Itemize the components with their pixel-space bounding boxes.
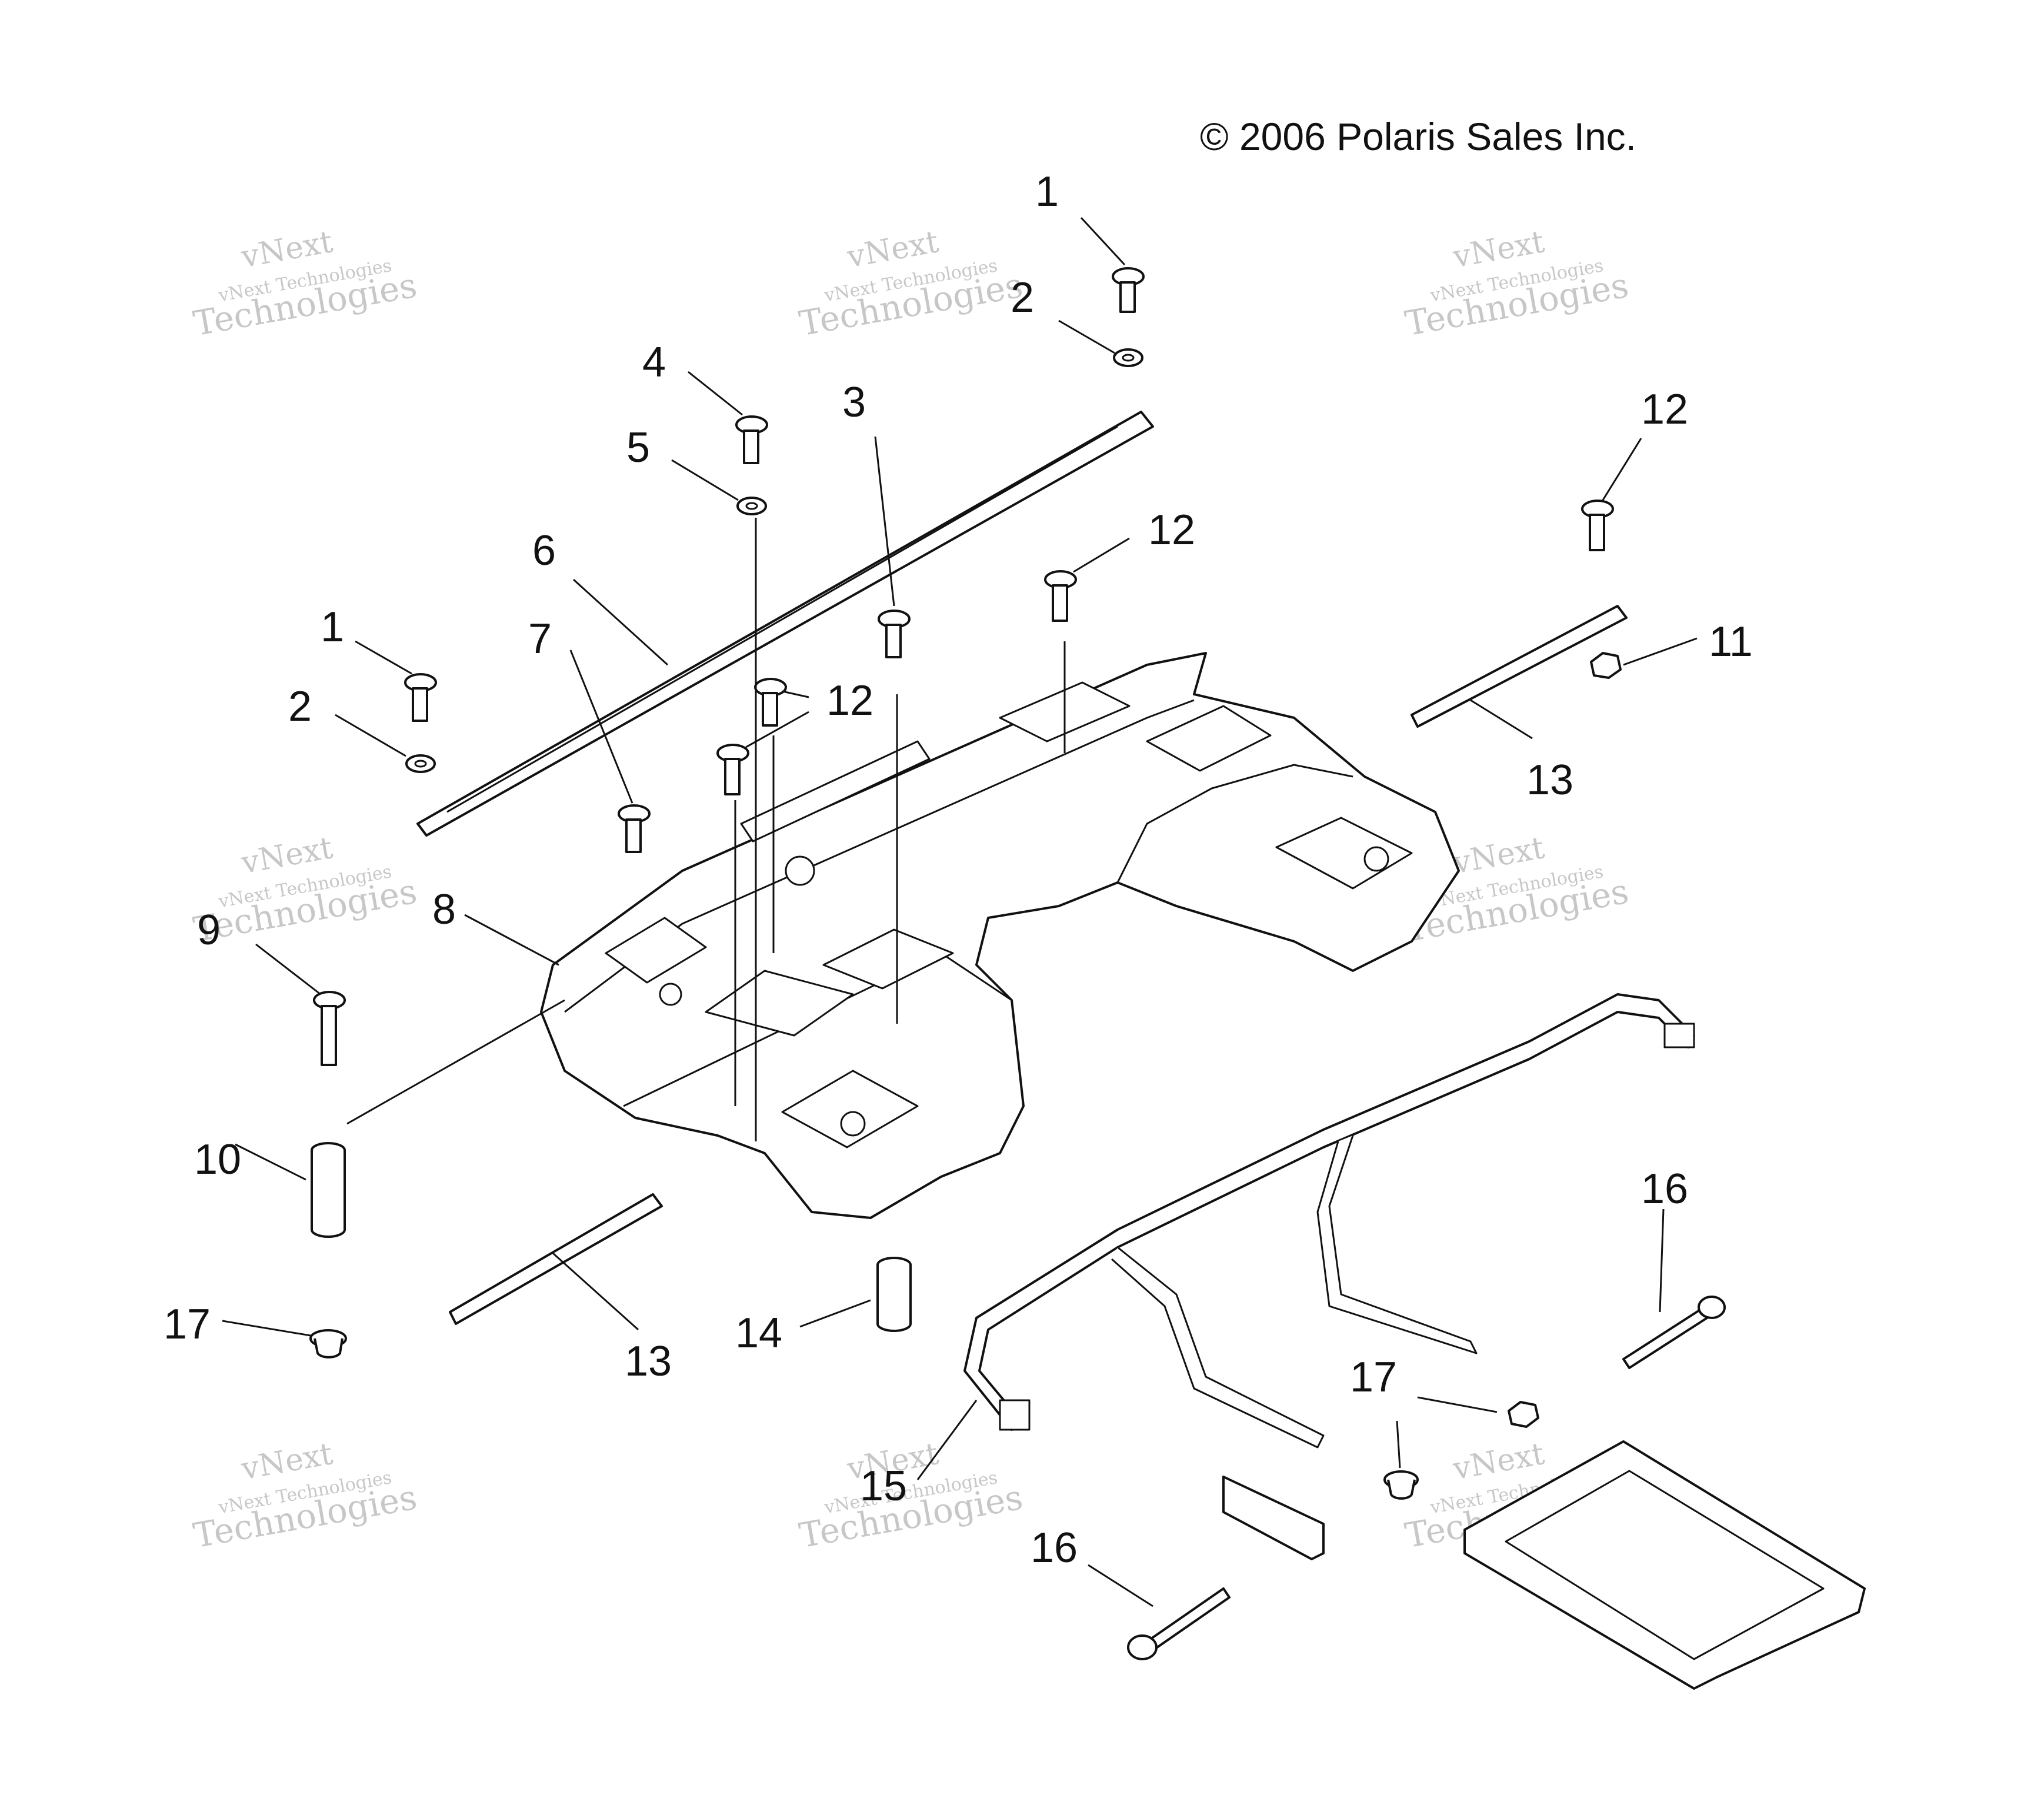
- callout-1: 1: [321, 604, 344, 651]
- watermark: vNext vNext Technologies Technologies: [191, 224, 420, 344]
- nut-17-right-b: [1383, 1470, 1419, 1500]
- nut-17-left: [309, 1329, 347, 1359]
- callout-1: 1: [1035, 168, 1059, 215]
- bolt-1-left: [404, 673, 437, 722]
- bolt-12-left-a: [754, 678, 787, 727]
- callout-15: 15: [860, 1463, 907, 1510]
- callout-12: 12: [826, 677, 873, 724]
- callout-5: 5: [626, 424, 650, 471]
- bolt-4: [735, 415, 768, 464]
- callout-11: 11: [1709, 618, 1753, 665]
- callout-7: 7: [528, 615, 552, 662]
- watermark: vNext vNext Technologies Technologies: [1402, 224, 1632, 344]
- callout-4: 4: [642, 339, 666, 386]
- rear-frame: [963, 993, 1695, 1449]
- callout-6: 6: [532, 527, 556, 574]
- callout-labels: 1 2 4 3 5 12 12 6 7 1 2 12 11 13 8 9 10 …: [164, 168, 1753, 1571]
- bolt-16-bottom: [1127, 1587, 1231, 1660]
- mounting-plate: [1222, 1476, 1325, 1560]
- washer-2-left: [405, 754, 436, 773]
- callout-2: 2: [288, 683, 312, 730]
- leader-lines: [222, 217, 1698, 1607]
- washer-2-top: [1113, 348, 1143, 367]
- side-rail-left: [449, 1193, 663, 1325]
- spacer-10: [311, 1142, 346, 1238]
- bolt-9: [313, 991, 346, 1066]
- nut-17-right-a: [1508, 1401, 1539, 1428]
- lower-frame: [1463, 1440, 1866, 1690]
- bolt-12-right: [1581, 500, 1614, 551]
- callout-9: 9: [197, 907, 221, 954]
- side-rail-long: [416, 411, 1154, 837]
- bolt-3: [878, 610, 911, 658]
- callout-13: 13: [1526, 757, 1573, 804]
- callout-2: 2: [1011, 274, 1034, 321]
- callout-12: 12: [1641, 386, 1688, 433]
- bolt-1-top: [1112, 267, 1145, 313]
- callout-12: 12: [1148, 507, 1195, 554]
- callout-16: 16: [1031, 1524, 1078, 1571]
- spacer-14: [876, 1257, 912, 1332]
- nut-11: [1590, 652, 1622, 679]
- bolt-12-mid: [1044, 570, 1077, 622]
- callout-16: 16: [1641, 1166, 1688, 1213]
- callout-17: 17: [164, 1301, 211, 1348]
- washer-5: [736, 497, 767, 515]
- watermark: vNext vNext Technologies Technologies: [191, 1436, 420, 1556]
- callout-8: 8: [432, 886, 456, 933]
- callout-17: 17: [1350, 1354, 1397, 1401]
- bolt-12-left-b: [716, 744, 749, 795]
- callout-13: 13: [625, 1338, 672, 1385]
- copyright-text: © 2006 Polaris Sales Inc.: [1200, 115, 1636, 158]
- watermark: vNext vNext Technologies Technologies: [796, 224, 1026, 344]
- rear-rack: [540, 652, 1460, 1219]
- bolt-16-right: [1622, 1296, 1726, 1369]
- side-rail-right: [1411, 605, 1628, 728]
- callout-3: 3: [842, 379, 866, 426]
- callout-14: 14: [735, 1310, 782, 1357]
- callout-10: 10: [194, 1136, 241, 1183]
- bolt-7: [618, 804, 651, 853]
